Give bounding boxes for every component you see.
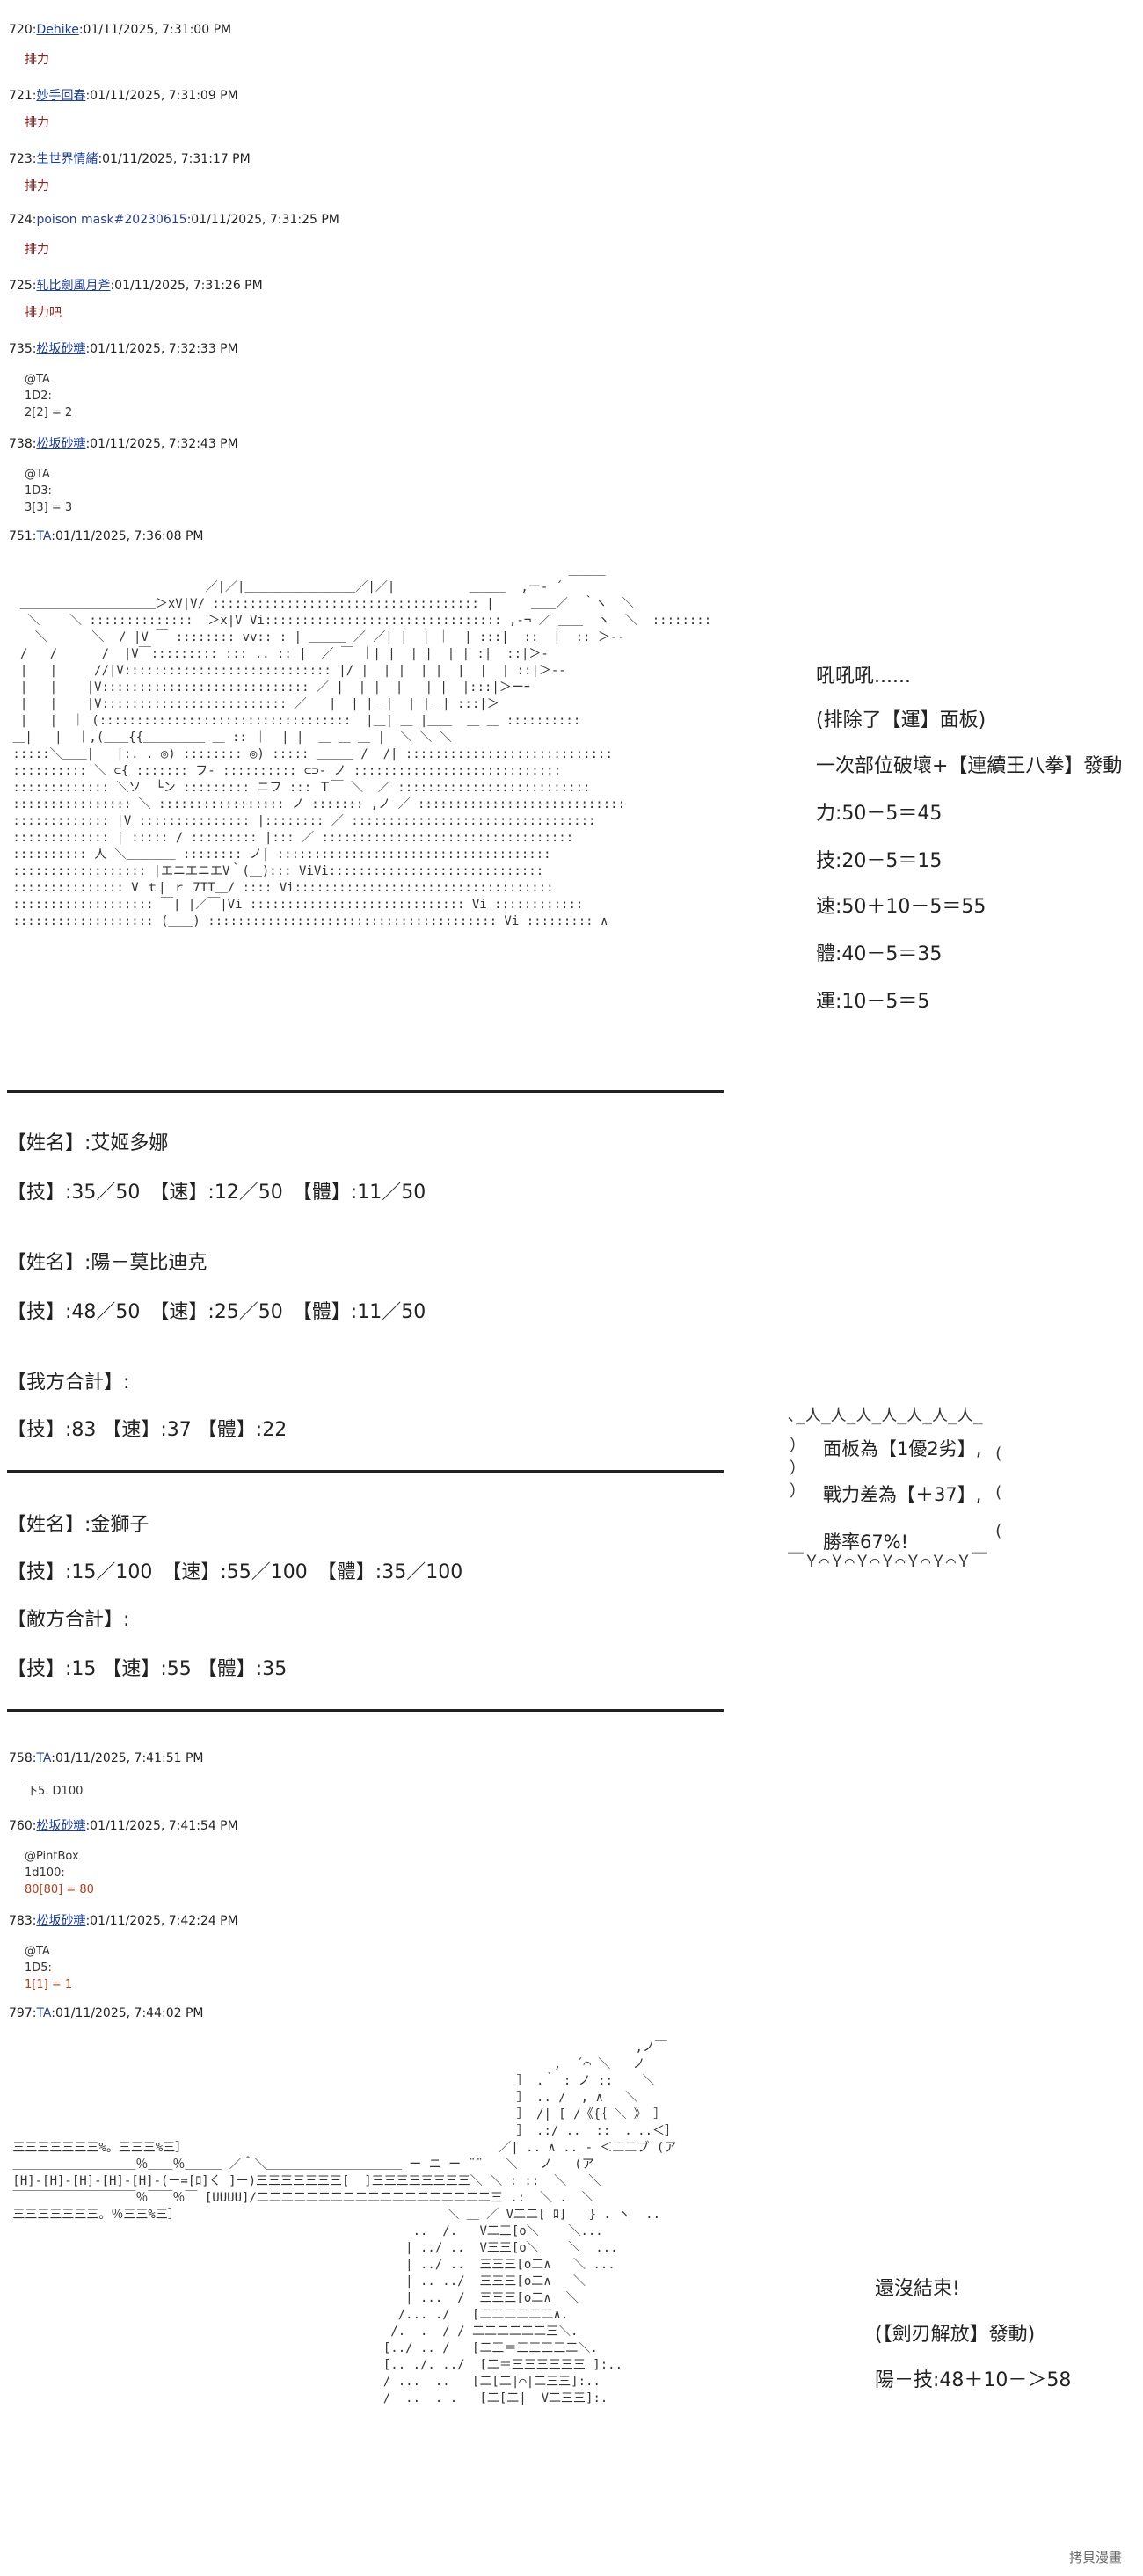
dice-target: @PintBox: [25, 1850, 79, 1863]
post-header: 720:Dehike:01/11/2025, 7:31:00 PM: [9, 23, 232, 37]
enemy-total-label: 【敵方合計】:: [7, 1609, 130, 1631]
post-header: 723:生世界情緒:01/11/2025, 7:31:17 PM: [9, 152, 251, 166]
dice-roll: 1D5:: [25, 1961, 52, 1975]
post-header: 725:轧比劍風月斧:01/11/2025, 7:31:26 PM: [9, 279, 263, 293]
post-header: 738:松坂砂糖:01/11/2025, 7:32:43 PM: [9, 437, 238, 451]
username-link[interactable]: Dehike: [36, 23, 79, 37]
dice-result: 1[1] = 1: [25, 1978, 73, 1991]
dice-roll: 1d100:: [25, 1867, 65, 1880]
dice-target: @TA: [25, 468, 50, 481]
team-total-label: 【我方合計】:: [7, 1372, 130, 1394]
post-header: 735:松坂砂糖:01/11/2025, 7:32:33 PM: [9, 342, 238, 356]
dice-target: @TA: [25, 1945, 50, 1958]
username-link[interactable]: 妙手回春: [36, 89, 86, 103]
enemy-stats: 【技】:15／100 【速】:55／100 【體】:35／100: [7, 1561, 463, 1583]
member1-stats: 【技】:35／50 【速】:12／50 【體】:11／50: [7, 1182, 426, 1204]
dice-target: @TA: [25, 373, 50, 386]
bubble-top-border: ､_人_人_人_人_人_人_人_: [788, 1407, 983, 1425]
username-link[interactable]: 轧比劍風月斧: [36, 279, 111, 293]
username: TA: [36, 1751, 52, 1765]
username-link[interactable]: 松坂砂糖: [36, 437, 86, 451]
enemy-total-stats: 【技】:15 【速】:55 【體】:35: [7, 1658, 288, 1680]
post-body: 排力: [25, 116, 49, 130]
post-header: 721:妙手回春:01/11/2025, 7:31:09 PM: [9, 89, 238, 103]
dice-result: 80[80] = 80: [25, 1883, 94, 1896]
dice-roll: 1D2:: [25, 389, 52, 403]
post-body: 下5. D100: [26, 1785, 84, 1798]
member2-stats: 【技】:48／50 【速】:25／50 【體】:11／50: [7, 1301, 426, 1323]
post-header: 758:TA:01/11/2025, 7:41:51 PM: [9, 1751, 204, 1765]
bubble-bottom-border: ￣Ｙ⌒Ｙ⌒Ｙ⌒Ｙ⌒Ｙ⌒Ｙ⌒Ｙ￣: [788, 1553, 988, 1571]
username: TA: [36, 2006, 52, 2020]
post-body: 排力: [25, 179, 49, 193]
ascii-art-swordsman: ,ノ￣ , ´⌒ ＼ ノ ］ .｀ : ノ :: ＼: [12, 2041, 678, 2405]
username-link[interactable]: 松坂砂糖: [36, 1914, 86, 1928]
username-link[interactable]: 生世界情緒: [36, 152, 98, 166]
username-link[interactable]: 松坂砂糖: [36, 342, 86, 356]
bubble-left-border: ） ） ）: [790, 1437, 805, 1501]
post-header: 760:松坂砂糖:01/11/2025, 7:41:54 PM: [9, 1819, 238, 1833]
post-header: 783:松坂砂糖:01/11/2025, 7:42:24 PM: [9, 1914, 238, 1928]
ascii-art-lion: ＿＿＿ ／|／|＿＿＿＿＿＿＿＿＿／|／| ＿＿＿ ,ー‐ ´ ＿＿＿＿＿＿＿＿…: [12, 564, 712, 928]
enemy-name: 【姓名】:金獅子: [7, 1514, 149, 1536]
divider: [7, 1090, 724, 1093]
post-797-header: 797:TA:01/11/2025, 7:44:02 PM: [9, 2006, 204, 2020]
username: poison mask#20230615: [36, 213, 187, 227]
team-total-stats: 【技】:83 【速】:37 【體】:22: [7, 1419, 288, 1441]
post-body: 排力吧: [25, 306, 62, 320]
watermark: 拷貝漫畫: [1069, 2550, 1123, 2565]
username: TA: [36, 529, 52, 543]
post-body: 排力: [25, 53, 49, 67]
divider: [7, 1470, 724, 1473]
bubble-right-border: ( ( (: [994, 1444, 1003, 1540]
member2-name: 【姓名】:陽－莫比迪克: [7, 1252, 207, 1274]
divider: [7, 1709, 724, 1712]
dice-result: 2[2] = 2: [25, 406, 73, 419]
post-751-header: 751:TA:01/11/2025, 7:36:08 PM: [9, 529, 204, 543]
member1-name: 【姓名】:艾姬多娜: [7, 1132, 169, 1154]
username-link[interactable]: 松坂砂糖: [36, 1819, 86, 1833]
post-header: 724:poison mask#20230615:01/11/2025, 7:3…: [9, 213, 339, 227]
dice-result: 3[3] = 3: [25, 501, 73, 514]
dice-roll: 1D3:: [25, 484, 52, 498]
post-body: 排力: [25, 243, 49, 257]
